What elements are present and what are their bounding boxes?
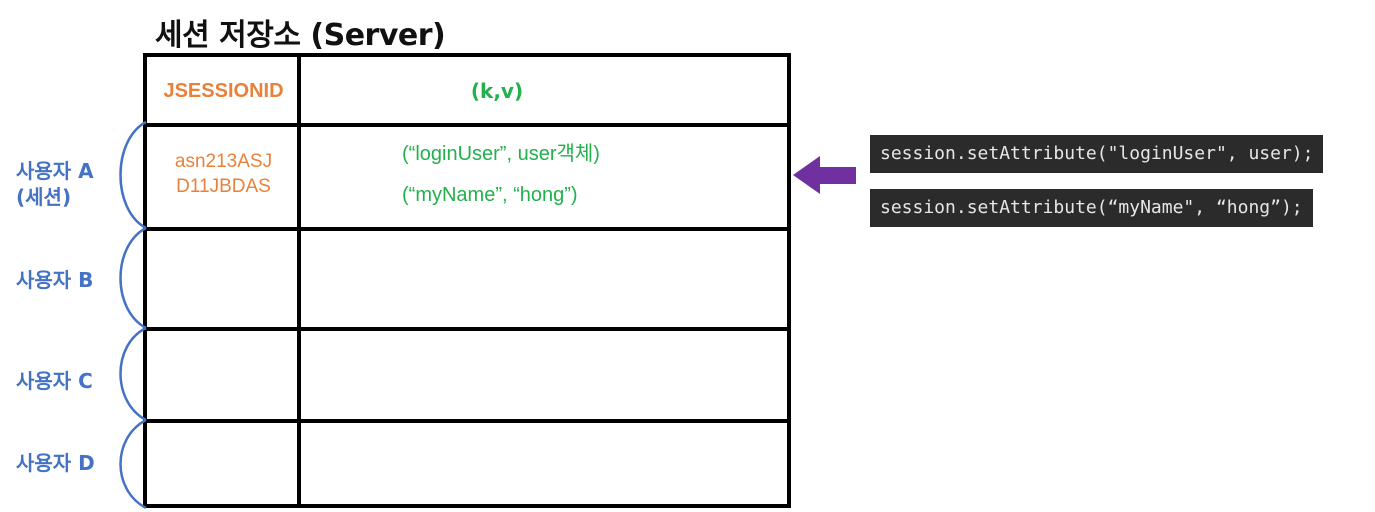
arrow-left-icon <box>793 156 856 194</box>
header-kv: (k,v) <box>470 79 524 103</box>
row-divider <box>147 327 787 331</box>
row-divider <box>147 227 787 231</box>
user-a-session: (세션) <box>16 185 72 209</box>
session-id-line1: asn213ASJ <box>174 151 273 172</box>
user-b-label: 사용자 B <box>16 268 94 292</box>
code-set-loginuser: session.setAttribute("loginUser", user); <box>870 135 1324 173</box>
header-jsessionid: JSESSIONID <box>163 79 284 102</box>
user-d-label: 사용자 D <box>16 451 95 475</box>
page-title: 세션 저장소 (Server) <box>155 18 446 53</box>
header-divider <box>147 123 787 127</box>
code-set-myname: session.setAttribute(“myName", “hong”); <box>870 189 1313 227</box>
session-id-line2: D11JBDAS <box>176 176 271 197</box>
user-c-label: 사용자 C <box>16 369 93 393</box>
user-d-bracket <box>119 418 147 510</box>
user-a-name: 사용자 A <box>16 159 94 183</box>
user-b-bracket <box>119 226 147 330</box>
user-a-bracket <box>119 120 147 230</box>
kv-entry-myname: (“myName”, “hong”) <box>402 184 578 206</box>
user-a-label: 사용자 A (세션) <box>16 158 94 210</box>
session-id-cell: asn213ASJ D11JBDAS <box>147 149 300 199</box>
kv-entry-loginuser: (“loginUser”, user객체) <box>402 143 600 165</box>
column-divider <box>297 57 301 504</box>
row-divider <box>147 419 787 423</box>
user-c-bracket <box>119 326 147 422</box>
session-store-table: JSESSIONID (k,v) asn213ASJ D11JBDAS (“lo… <box>143 53 791 508</box>
